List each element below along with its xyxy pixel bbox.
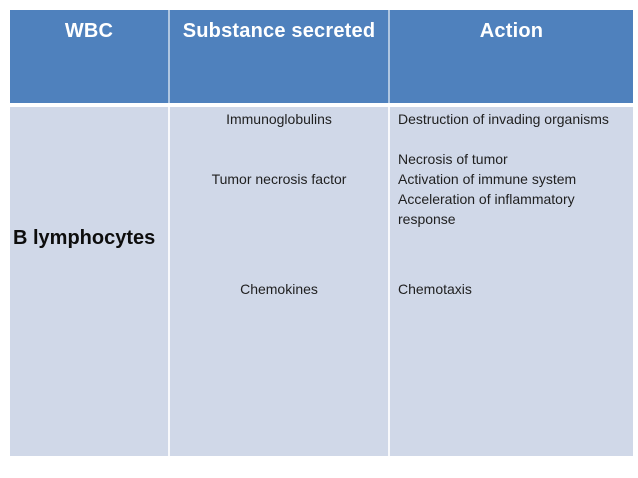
header-cell-wbc: WBC	[64, 20, 114, 42]
substance-tumor-necrosis-factor: Tumor necrosis factor	[211, 171, 347, 187]
action-chemotaxis: Chemotaxis	[398, 281, 472, 297]
substance-chemokines: Chemokines	[240, 281, 318, 297]
action-line-acceleration-of-inflammatory-response: Acceleration of inflammatory response	[398, 191, 575, 227]
substance-immunoglobulins: Immunoglobulins	[226, 111, 332, 127]
row-label-b-lymphocytes: B lymphocytes	[13, 227, 156, 249]
table-body-row: B lymphocytes Immunoglobulins Tumor necr…	[10, 107, 633, 456]
action-line-necrosis-of-tumor: Necrosis of tumor	[398, 151, 508, 167]
header-cell-substance-secreted: Substance secreted	[168, 10, 388, 103]
cell-substances: Immunoglobulins Tumor necrosis factor Ch…	[168, 107, 388, 456]
action-line-activation-of-immune-system: Activation of immune system	[398, 171, 577, 187]
action-destruction-of-invading-organisms: Destruction of invading organisms	[398, 111, 609, 127]
header-cell-action: Action	[388, 10, 633, 103]
cell-wbc: B lymphocytes	[10, 107, 168, 456]
cell-actions: Destruction of invading organisms Necros…	[388, 107, 633, 456]
action-tumor-necrosis-factor-group: Necrosis of tumor Activation of immune s…	[398, 149, 619, 229]
table-header-row: WBC Substance secreted Action	[10, 10, 633, 103]
